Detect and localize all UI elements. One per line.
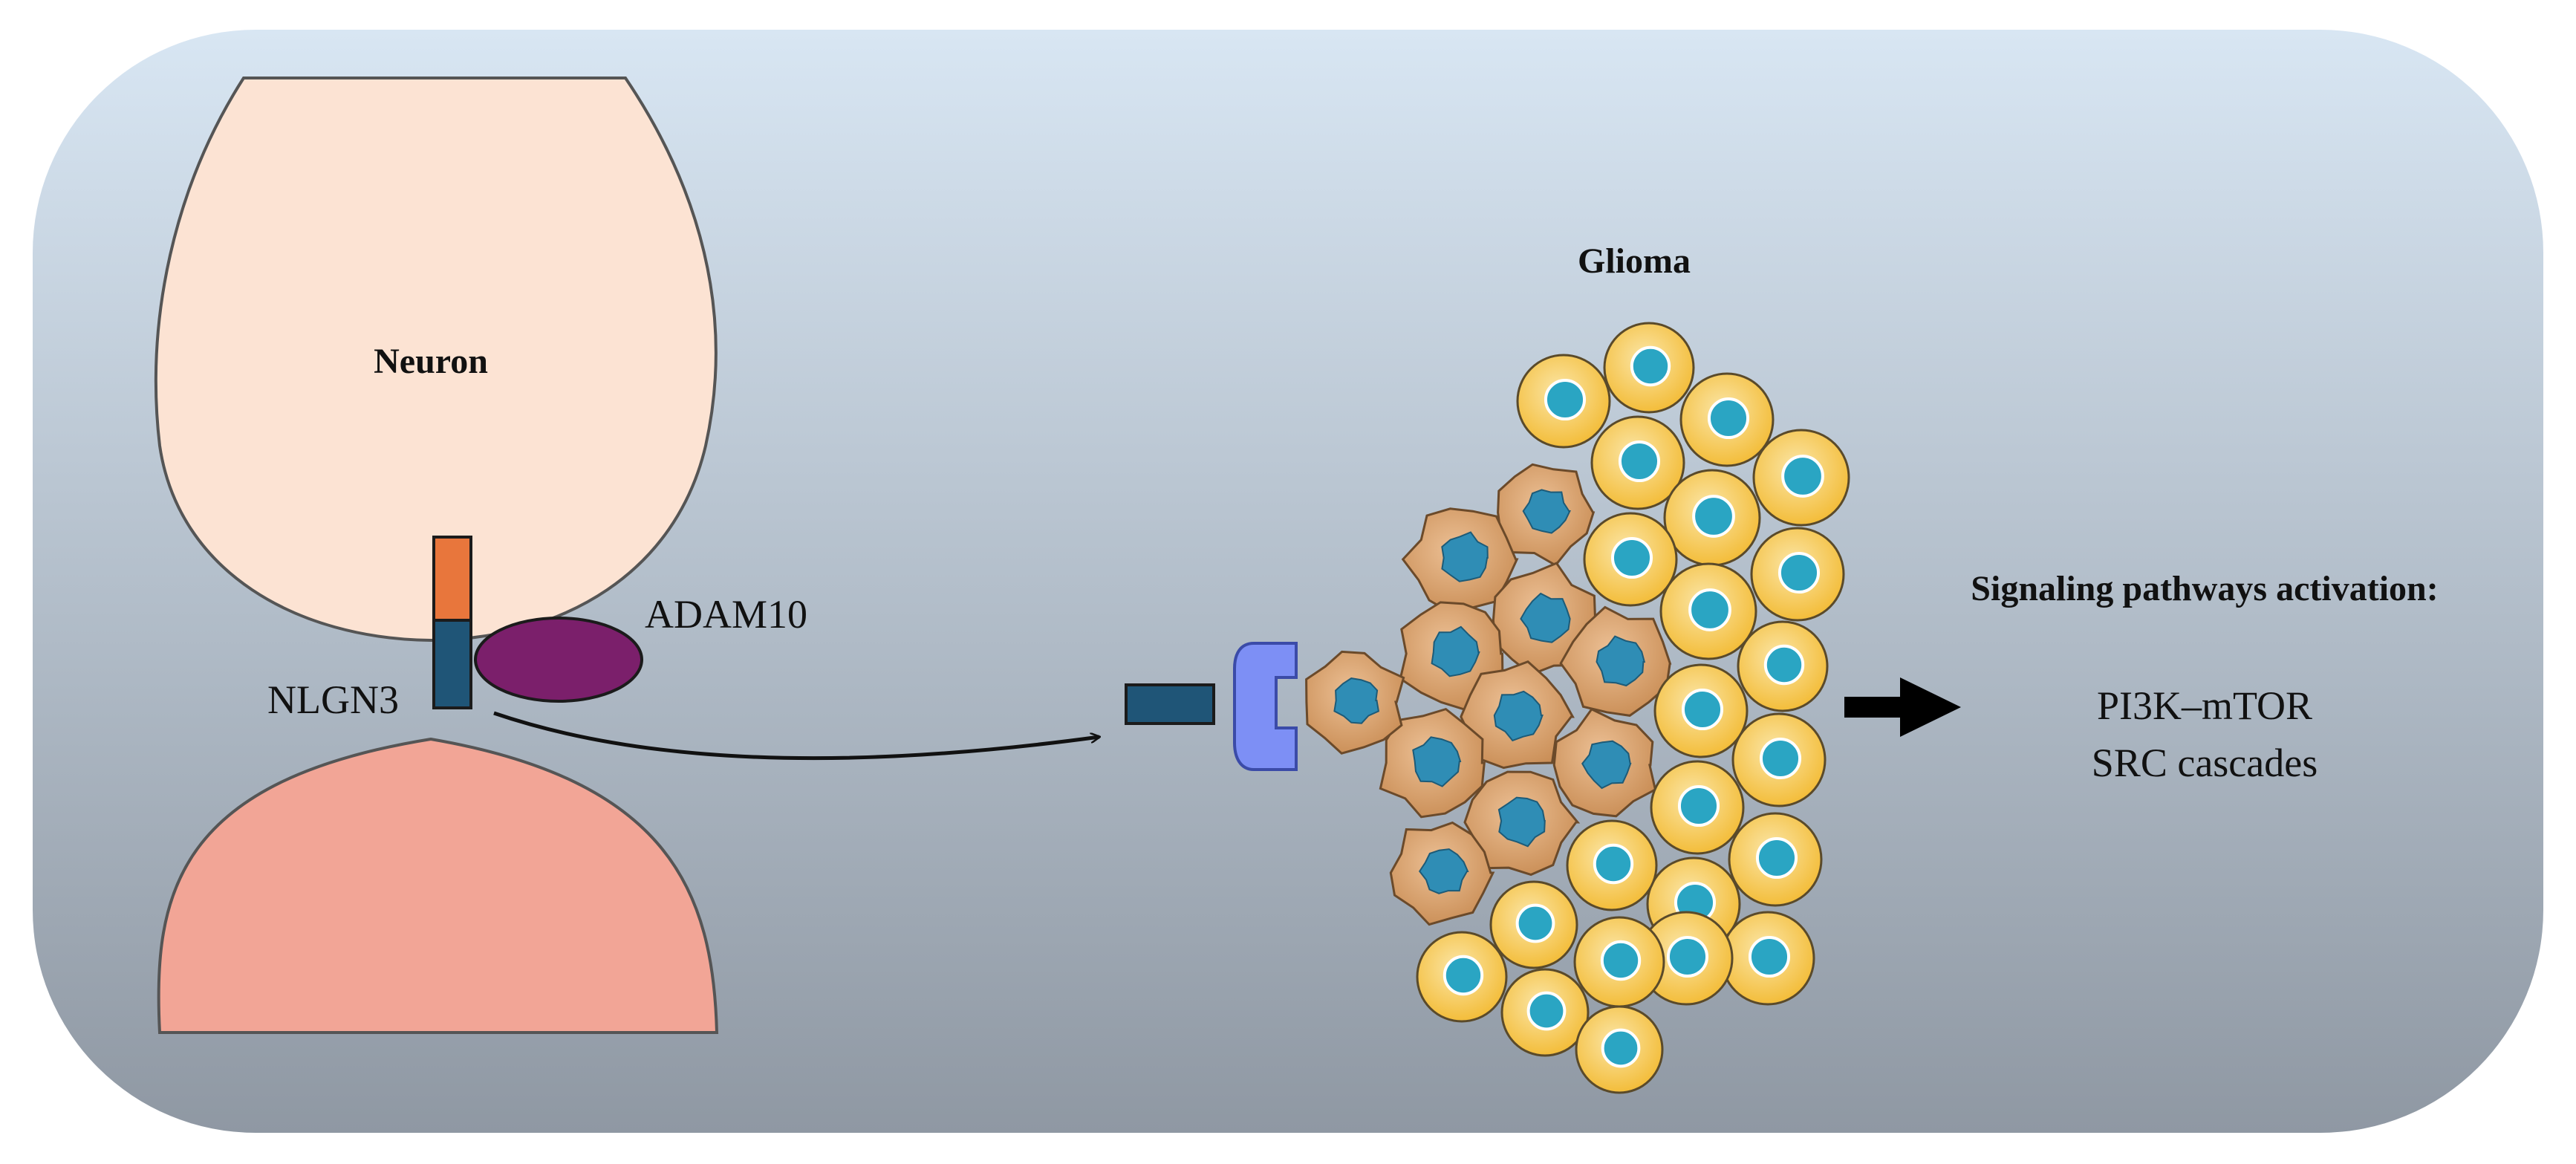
glioma-cell-nucleus xyxy=(1666,935,1709,978)
curved-arrow-icon xyxy=(493,711,1099,761)
invading-cell-nucleus xyxy=(1333,677,1380,724)
signaling-heading: Signaling pathways activation: xyxy=(1971,569,2438,608)
nlgn3-label: NLGN3 xyxy=(267,677,399,722)
glioma-cell-nucleus xyxy=(1618,440,1661,483)
glioma-cell-nucleus xyxy=(1610,536,1653,579)
invading-cell-nucleus xyxy=(1520,592,1571,643)
adam10-label: ADAM10 xyxy=(645,592,807,637)
invading-cell-nucleus xyxy=(1596,635,1646,687)
glioma-cell-nucleus xyxy=(1443,955,1484,996)
glioma-cell-nucleus xyxy=(1681,688,1724,731)
shed-nlgn3-fragment xyxy=(1125,683,1215,725)
neuron-label: Neuron xyxy=(374,342,488,381)
receptor-icon xyxy=(1233,642,1298,771)
glioma-cell-nucleus xyxy=(1755,836,1798,879)
nlgn3-orange-segment xyxy=(432,536,472,622)
invading-cell-nucleus xyxy=(1522,489,1571,534)
glioma-cell-nucleus xyxy=(1515,903,1555,943)
invading-cell-nucleus xyxy=(1493,690,1544,742)
glioma-cell-nucleus xyxy=(1781,455,1824,498)
presynaptic-neuron xyxy=(154,77,718,643)
glioma-cell-nucleus xyxy=(1593,843,1634,885)
glioma-cluster xyxy=(1305,322,1850,1094)
glioma-cell-nucleus xyxy=(1748,935,1791,978)
thick-right-arrow-icon xyxy=(1844,677,1961,737)
invading-cell-nucleus xyxy=(1441,531,1489,582)
invading-cell-nucleus xyxy=(1412,736,1462,787)
glioma-cell-nucleus xyxy=(1692,495,1735,538)
glioma-cell-nucleus xyxy=(1526,991,1567,1031)
glioma-cell-nucleus xyxy=(1763,644,1805,686)
invading-cell-nucleus xyxy=(1581,740,1632,790)
adam10-enzyme xyxy=(474,617,643,703)
glioma-cell-nucleus xyxy=(1544,378,1587,421)
nlgn3-blue-segment xyxy=(432,619,472,709)
invading-cell-nucleus xyxy=(1497,796,1546,848)
glioma-cell-nucleus xyxy=(1777,551,1821,594)
glioma-cell-nucleus xyxy=(1759,737,1802,780)
glioma-cell-nucleus xyxy=(1600,940,1642,981)
glioma-label: Glioma xyxy=(1578,241,1691,281)
pathway-src-cascades: SRC cascades xyxy=(2092,741,2318,785)
glioma-cell-nucleus xyxy=(1707,397,1750,440)
glioma-cell-nucleus xyxy=(1677,784,1720,828)
glioma-cell-nucleus xyxy=(1601,1028,1641,1068)
pathway-pi3k-mtor: PI3K–mTOR xyxy=(2097,683,2312,728)
glioma-cell-nucleus xyxy=(1630,345,1671,387)
postsynaptic-neuron xyxy=(157,737,719,1034)
invading-cell-nucleus xyxy=(1431,625,1480,677)
glioma-cell-nucleus xyxy=(1688,588,1731,631)
invading-cell-nucleus xyxy=(1418,848,1469,894)
